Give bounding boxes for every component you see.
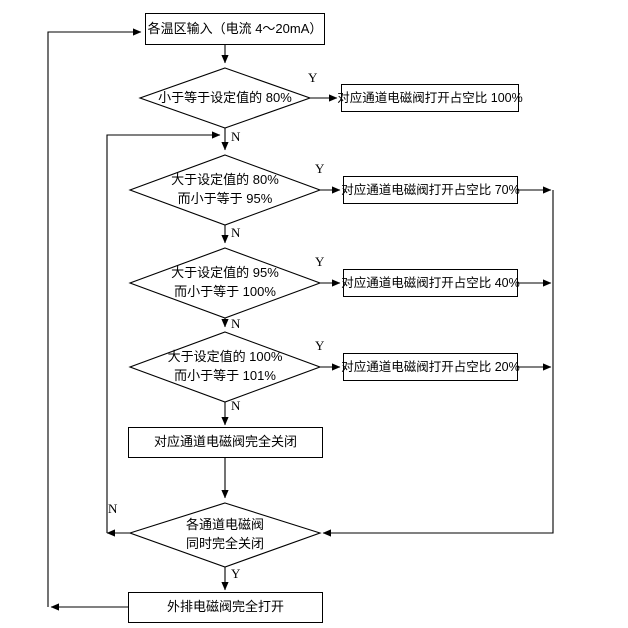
- branch-label-d4-yes: Y: [315, 338, 325, 353]
- branch-label-d5-no: N: [108, 501, 118, 516]
- branch-label-d1-yes: Y: [308, 70, 318, 85]
- output-duty-20[interactable]: 对应通道电磁阀打开占空比 20%: [341, 353, 520, 381]
- branch-label-d5-yes: Y: [231, 566, 241, 581]
- exhaust-open-node[interactable]: 外排电磁阀完全打开: [128, 592, 323, 623]
- branch-label-d2-yes: Y: [315, 161, 325, 176]
- wire-outer-left-riser: [47, 28, 142, 607]
- wire-inner-left-riser: [106, 131, 221, 533]
- output-duty-20-label: 对应通道电磁阀打开占空比 20%: [341, 359, 520, 374]
- close-channel-node[interactable]: 对应通道电磁阀完全关闭: [128, 427, 323, 458]
- diamond-all-closed-shape: [128, 502, 322, 568]
- exhaust-open-label: 外排电磁阀完全打开: [166, 599, 284, 615]
- diamond-95-100-shape: [128, 247, 322, 319]
- close-channel-label: 对应通道电磁阀完全关闭: [153, 434, 297, 450]
- output-duty-70[interactable]: 对应通道电磁阀打开占空比 70%: [341, 176, 520, 204]
- output-duty-100-label: 对应通道电磁阀打开占空比 100%: [337, 90, 523, 105]
- output-duty-40-label: 对应通道电磁阀打开占空比 40%: [341, 275, 520, 290]
- diamond-100-101-shape: [128, 331, 322, 403]
- branch-label-d4-no: N: [231, 398, 241, 413]
- branch-label-d1-no: N: [231, 129, 241, 144]
- output-duty-70-label: 对应通道电磁阀打开占空比 70%: [341, 182, 520, 197]
- branch-label-d3-yes: Y: [315, 254, 325, 269]
- wire-right-bus: [322, 190, 554, 537]
- input-node-label: 各温区输入（电流 4～20mA）: [147, 20, 323, 36]
- diamond-le-80-shape: [138, 67, 312, 129]
- branch-label-d2-no: N: [231, 225, 241, 240]
- output-duty-100[interactable]: 对应通道电磁阀打开占空比 100%: [337, 84, 523, 112]
- branch-label-d3-no: N: [231, 316, 241, 331]
- diamond-80-95-shape: [128, 154, 322, 226]
- input-node[interactable]: 各温区输入（电流 4～20mA）: [145, 13, 325, 45]
- output-duty-40[interactable]: 对应通道电磁阀打开占空比 40%: [341, 269, 520, 297]
